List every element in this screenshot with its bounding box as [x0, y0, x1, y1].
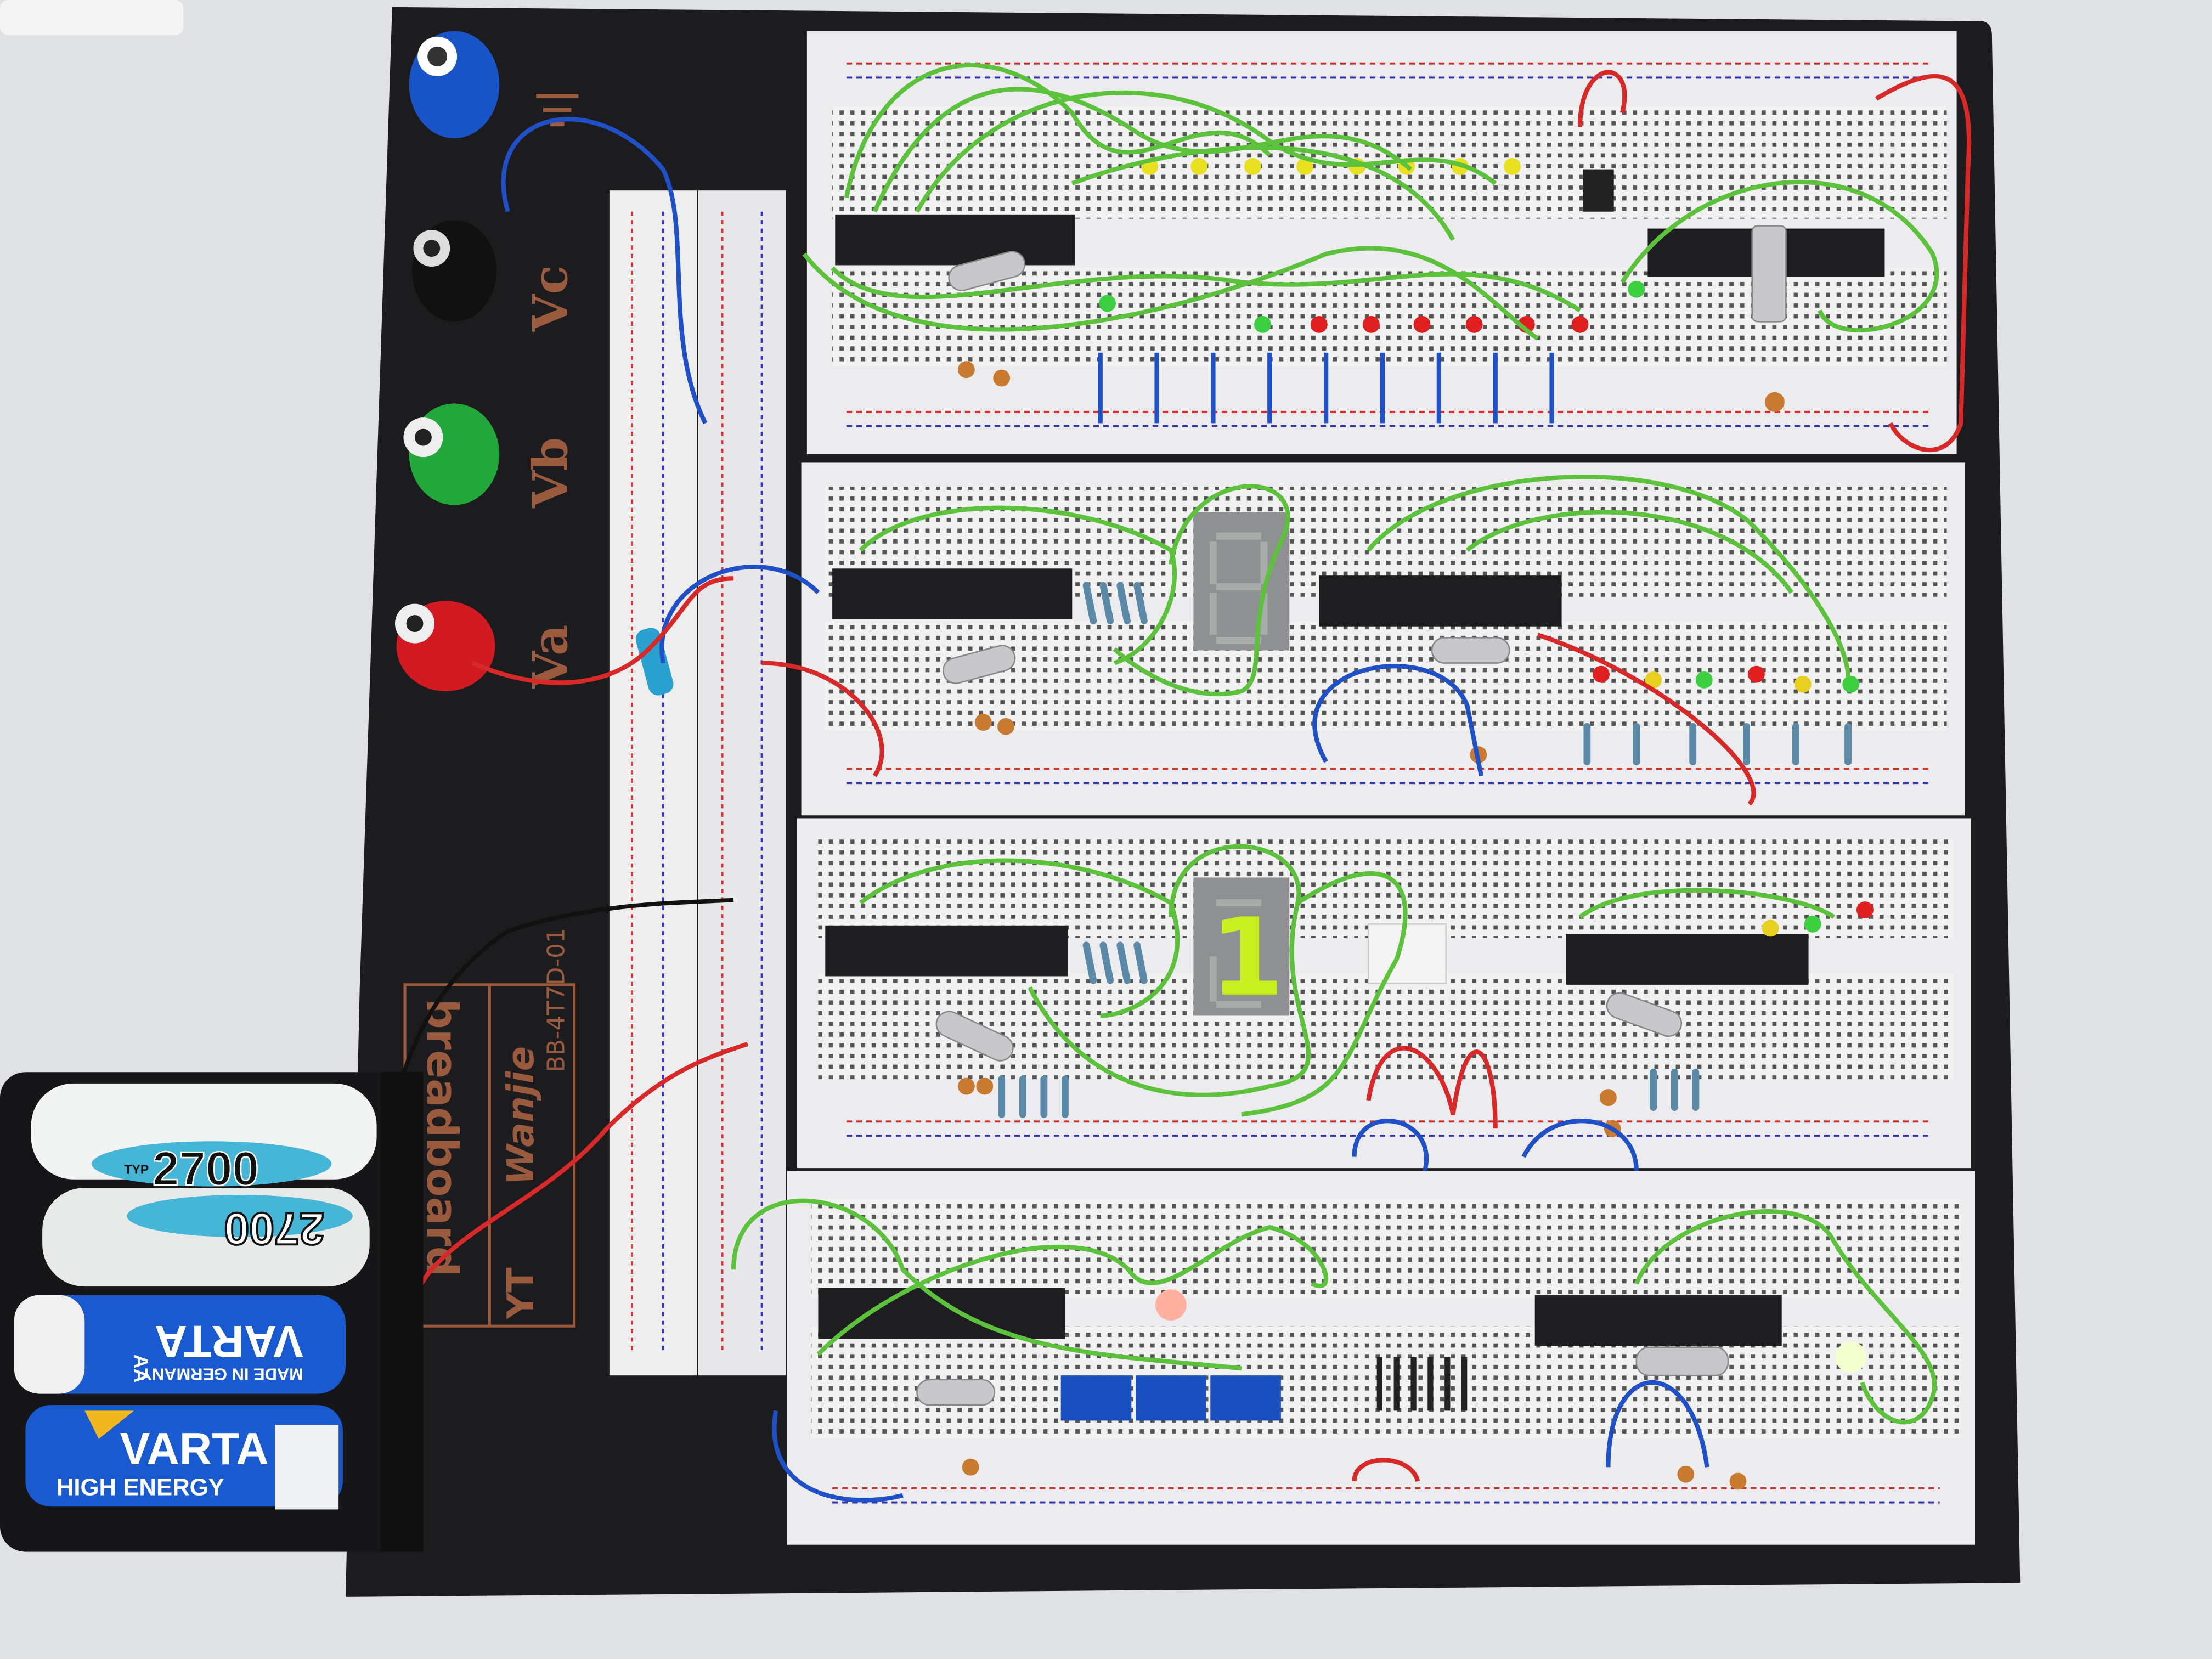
terminal-ground[interactable] — [409, 31, 500, 139]
svg-text:MADE IN GERMANY: MADE IN GERMANY — [140, 1364, 303, 1384]
lower-digit: 1 — [1210, 896, 1284, 1020]
capacitors — [635, 361, 1785, 1490]
maker-text: Wanjie — [499, 1046, 542, 1185]
resistors — [998, 582, 1852, 1118]
terminal-va[interactable] — [395, 601, 495, 691]
laptop-corner — [0, 0, 184, 36]
potentiometers[interactable] — [1060, 1375, 1281, 1421]
brand-logo: YT — [499, 1267, 542, 1319]
svg-text:HIGH ENERGY: HIGH ENERGY — [57, 1474, 224, 1501]
va-label: Va — [522, 624, 579, 689]
svg-text:AA: AA — [129, 1355, 152, 1383]
dip-switch[interactable] — [1368, 923, 1447, 984]
seven-segment-display-upper — [1193, 512, 1290, 651]
vertical-power-strips — [609, 190, 786, 1376]
vc-label: Vc — [522, 265, 579, 332]
battery-3-brand: VARTA — [155, 1316, 303, 1366]
battery-4: VARTA HIGH ENERGY — [25, 1405, 343, 1510]
battery-1-capacity: 2700 — [153, 1142, 259, 1195]
push-button[interactable] — [1583, 169, 1614, 212]
ground-symbol-icon — [536, 94, 579, 127]
ic-chips — [818, 214, 1885, 1346]
terminal-vb[interactable] — [403, 403, 500, 505]
battery-1: TYP 2700 — [31, 1083, 377, 1196]
svg-text:TYP: TYP — [124, 1162, 149, 1176]
model-text: BB-4T7D-01 — [543, 928, 571, 1072]
battery-2: 2700 — [42, 1188, 370, 1287]
seven-segment-display-lower: 1 — [1193, 877, 1290, 1020]
jumper-wires — [385, 63, 1972, 1503]
pin-header — [1376, 1357, 1468, 1411]
brand-text: breadboard — [417, 999, 466, 1277]
vb-label: Vb — [522, 437, 579, 509]
terminal-vc[interactable] — [411, 220, 497, 322]
crystals — [916, 225, 1787, 1406]
brand-plate: breadboard Wanjie BB-4T7D-01 YT — [403, 928, 576, 1328]
battery-2-capacity: 2700 — [224, 1203, 324, 1253]
battery-4-brand: VARTA — [120, 1424, 269, 1474]
leds — [1099, 158, 1874, 1373]
battery-3: VARTA AA MADE IN GERMANY — [14, 1295, 346, 1394]
